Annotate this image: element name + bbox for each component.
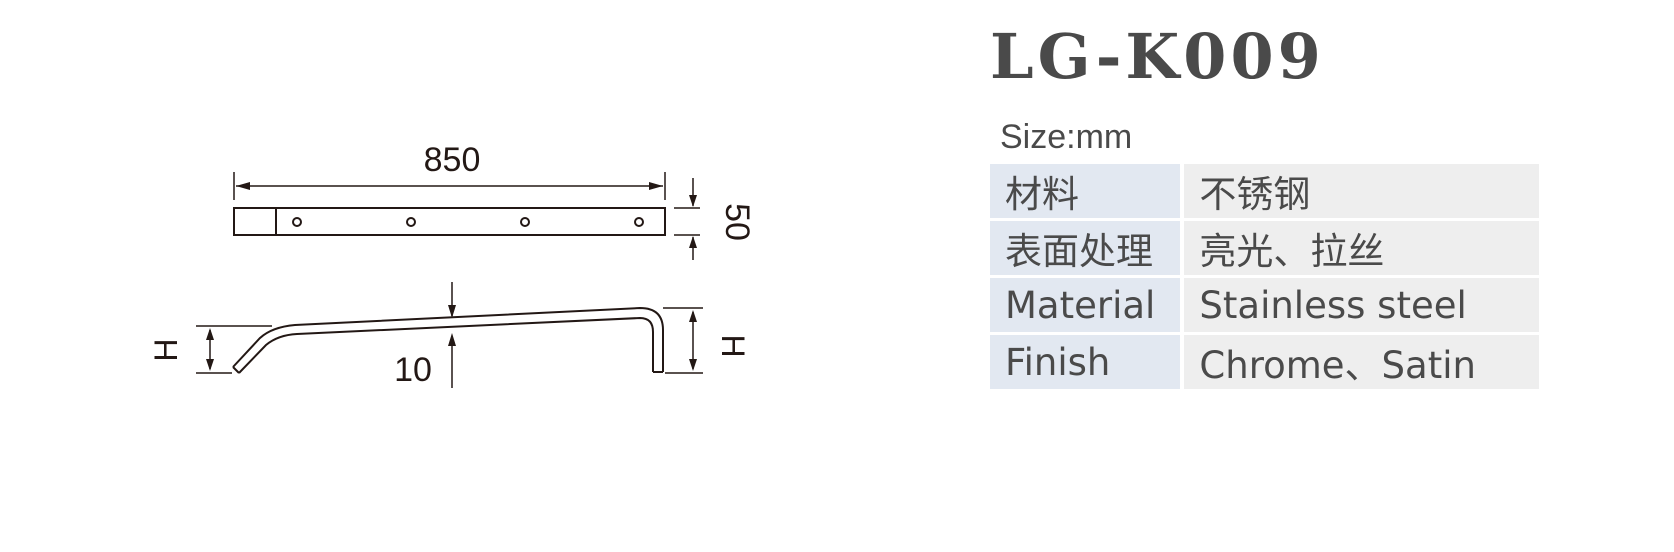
height-right-arrow-top — [689, 310, 697, 322]
spec-row-finish-cn: 表面处理 亮光、拉丝 — [990, 221, 1539, 278]
spec-value: 不锈钢 — [1184, 164, 1539, 221]
size-unit-label: Size:mm — [1000, 118, 1133, 156]
handle-profile-end-left — [232, 366, 240, 374]
side-view — [232, 306, 664, 374]
technical-drawing: 850 50 10 H H — [148, 141, 756, 389]
thickness-dimension — [448, 282, 456, 388]
spec-row-material-cn: 材料 不锈钢 — [990, 164, 1539, 221]
mount-hole-4 — [634, 217, 644, 227]
length-arrow-right — [649, 182, 663, 190]
handle-profile-outer — [232, 306, 664, 372]
spec-key: Material — [990, 278, 1185, 335]
thickness-label: 10 — [394, 351, 432, 389]
width-label: 50 — [718, 203, 756, 241]
mount-hole-1 — [292, 217, 302, 227]
height-left-dimension — [196, 325, 272, 374]
spec-row-finish-en: Finish Chrome、Satin — [990, 335, 1539, 392]
width-arrow-top — [689, 195, 697, 207]
height-left-arrow-top — [206, 328, 214, 340]
spec-value: 亮光、拉丝 — [1184, 221, 1539, 278]
thickness-arrow-bottom — [448, 333, 456, 346]
mount-hole-3 — [520, 217, 530, 227]
width-dimension — [674, 178, 700, 260]
height-left-label: H — [148, 338, 184, 361]
spec-key: 材料 — [990, 164, 1185, 221]
height-right-arrow-bottom — [689, 359, 697, 371]
length-arrow-left — [236, 182, 250, 190]
mount-hole-2 — [406, 217, 416, 227]
top-view — [233, 207, 666, 236]
length-dimension — [233, 172, 666, 200]
thickness-arrow-top — [448, 305, 456, 318]
height-right-dimension — [663, 307, 703, 374]
spec-row-material-en: Material Stainless steel — [990, 278, 1539, 335]
product-model-title: LG-K009 — [990, 20, 1325, 93]
spec-table: 材料 不锈钢 表面处理 亮光、拉丝 Material Stainless ste… — [990, 164, 1539, 392]
spec-key: Finish — [990, 335, 1185, 392]
spec-value: Stainless steel — [1184, 278, 1539, 335]
height-left-arrow-bottom — [206, 359, 214, 371]
spec-key: 表面处理 — [990, 221, 1185, 278]
plate-outline — [233, 207, 666, 236]
length-label: 850 — [424, 141, 481, 179]
height-right-label: H — [715, 334, 751, 357]
spec-value: Chrome、Satin — [1184, 335, 1539, 392]
handle-profile-inner — [238, 316, 654, 374]
width-arrow-bottom — [689, 236, 697, 248]
